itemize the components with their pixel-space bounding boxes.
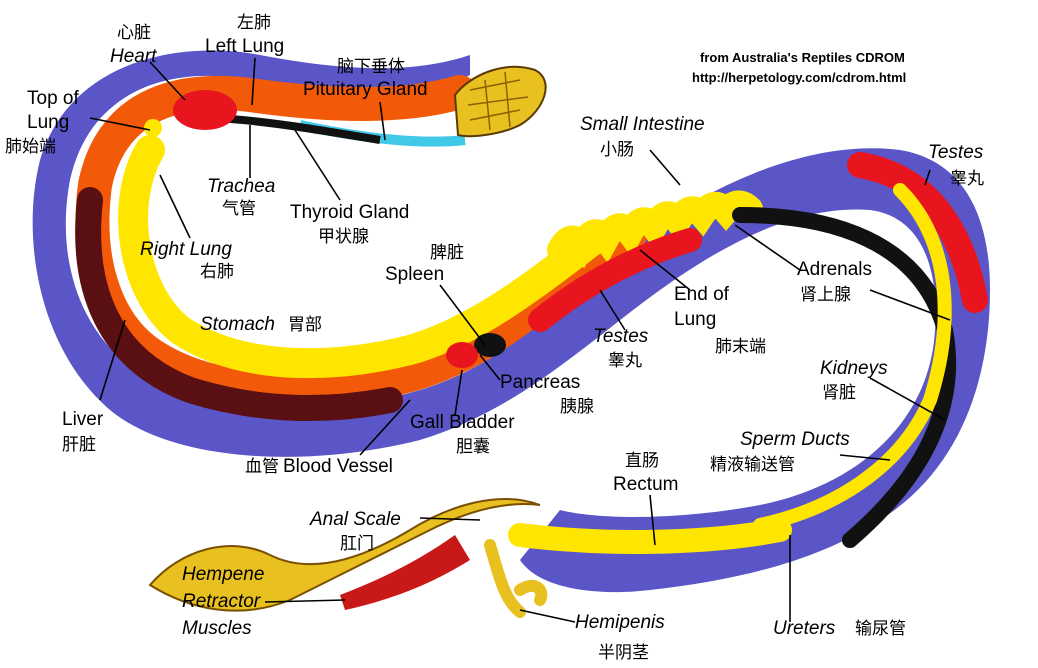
- credit-line-2: http://herpetology.com/cdrom.html: [692, 70, 906, 85]
- label-ureters-en: Ureters: [773, 618, 836, 639]
- label-thyroid-en: Thyroid Gland: [290, 202, 409, 223]
- trachea: [214, 114, 381, 144]
- label-pancreas-en: Pancreas: [500, 372, 580, 393]
- label-pancreas-zh: 胰腺: [560, 397, 594, 417]
- label-hemipenis-en: Hemipenis: [575, 612, 665, 633]
- label-blood-vessel-zh: 血管: [245, 457, 279, 477]
- label-liver-en: Liver: [62, 409, 104, 430]
- snake-tail: [148, 498, 548, 618]
- label-spleen-en: Spleen: [385, 264, 444, 285]
- hempene-muscle: [340, 535, 470, 610]
- label-gall-en: Gall Bladder: [410, 412, 515, 433]
- label-pituitary-zh: 脑下垂体: [337, 57, 405, 77]
- label-end-lung-en-1: End of: [674, 284, 730, 305]
- label-heart-zh: 心脏: [117, 23, 151, 43]
- liver: [75, 187, 403, 421]
- stomach: [118, 135, 615, 379]
- label-hemipenis-zh: 半阴茎: [598, 643, 649, 663]
- body-outer-blue: [32, 50, 990, 593]
- label-sperm-en: Sperm Ducts: [740, 429, 850, 450]
- label-rectum-en: Rectum: [613, 474, 678, 495]
- label-top-lung-zh: 肺始端: [5, 137, 56, 157]
- testes-mid-organ: [528, 228, 702, 332]
- label-blood-vessel-en: Blood Vessel: [283, 456, 393, 477]
- rectum-organ: [508, 518, 792, 554]
- leader-lines: [89, 57, 951, 623]
- label-hempene-3: Muscles: [182, 618, 252, 639]
- label-hempene-1: Hempene: [182, 564, 264, 585]
- label-testes-top-en: Testes: [928, 142, 984, 163]
- hemipenis-organ: [484, 539, 548, 618]
- small-intestine: [547, 190, 763, 269]
- label-rectum-zh: 直肠: [625, 451, 659, 471]
- label-left-lung-zh: 左肺: [237, 13, 271, 33]
- spleen-organ: [474, 333, 506, 357]
- label-sperm-zh: 精液输送管: [710, 455, 795, 475]
- label-anal-zh: 肛门: [340, 534, 374, 554]
- label-small-intestine-zh: 小肠: [600, 140, 634, 160]
- label-end-lung-en-2: Lung: [674, 309, 716, 330]
- top-lung-dot: [144, 119, 162, 137]
- label-stomach-zh: 胃部: [288, 315, 322, 335]
- label-right-lung-en: Right Lung: [140, 239, 232, 260]
- label-spleen-zh: 脾脏: [430, 243, 464, 263]
- label-ureters-zh: 输尿管: [855, 619, 906, 639]
- label-adrenals-zh: 肾上腺: [800, 285, 851, 305]
- label-testes-mid-en: Testes: [593, 326, 649, 347]
- label-adrenals-en: Adrenals: [797, 259, 872, 280]
- label-kidneys-zh: 肾脏: [822, 383, 856, 403]
- label-top-lung-en-1: Top of: [27, 88, 79, 109]
- label-testes-mid-zh: 睾丸: [608, 351, 642, 371]
- label-anal-en: Anal Scale: [309, 509, 401, 530]
- label-trachea-en: Trachea: [207, 176, 275, 197]
- labels: from Australia's Reptiles CDROM http://h…: [5, 13, 984, 663]
- label-end-lung-zh: 肺末端: [715, 337, 766, 357]
- snake-head: [453, 65, 547, 138]
- label-trachea-zh: 气管: [222, 199, 256, 219]
- credit-line-1: from Australia's Reptiles CDROM: [700, 50, 905, 65]
- label-kidneys-en: Kidneys: [820, 358, 888, 379]
- label-hempene-2: Retractor: [182, 591, 261, 612]
- label-thyroid-zh: 甲状腺: [318, 227, 369, 247]
- label-left-lung-en: Left Lung: [205, 36, 284, 57]
- heart-organ: [173, 90, 237, 130]
- label-small-intestine-en: Small Intestine: [580, 114, 705, 135]
- gall-bladder-organ: [446, 342, 478, 368]
- sperm-duct-yellow: [753, 183, 952, 532]
- testes-top-organ: [847, 152, 988, 313]
- label-gall-zh: 胆囊: [456, 437, 490, 457]
- snake-body: [32, 50, 990, 593]
- label-heart-en: Heart: [110, 46, 157, 67]
- label-pituitary-en: Pituitary Gland: [303, 79, 428, 100]
- label-right-lung-zh: 右肺: [200, 262, 234, 282]
- label-testes-top-zh: 睾丸: [950, 169, 984, 189]
- label-liver-zh: 肝脏: [62, 435, 96, 455]
- tail-body: [148, 498, 541, 612]
- label-top-lung-en-2: Lung: [27, 112, 69, 133]
- label-stomach-en: Stomach: [200, 314, 275, 335]
